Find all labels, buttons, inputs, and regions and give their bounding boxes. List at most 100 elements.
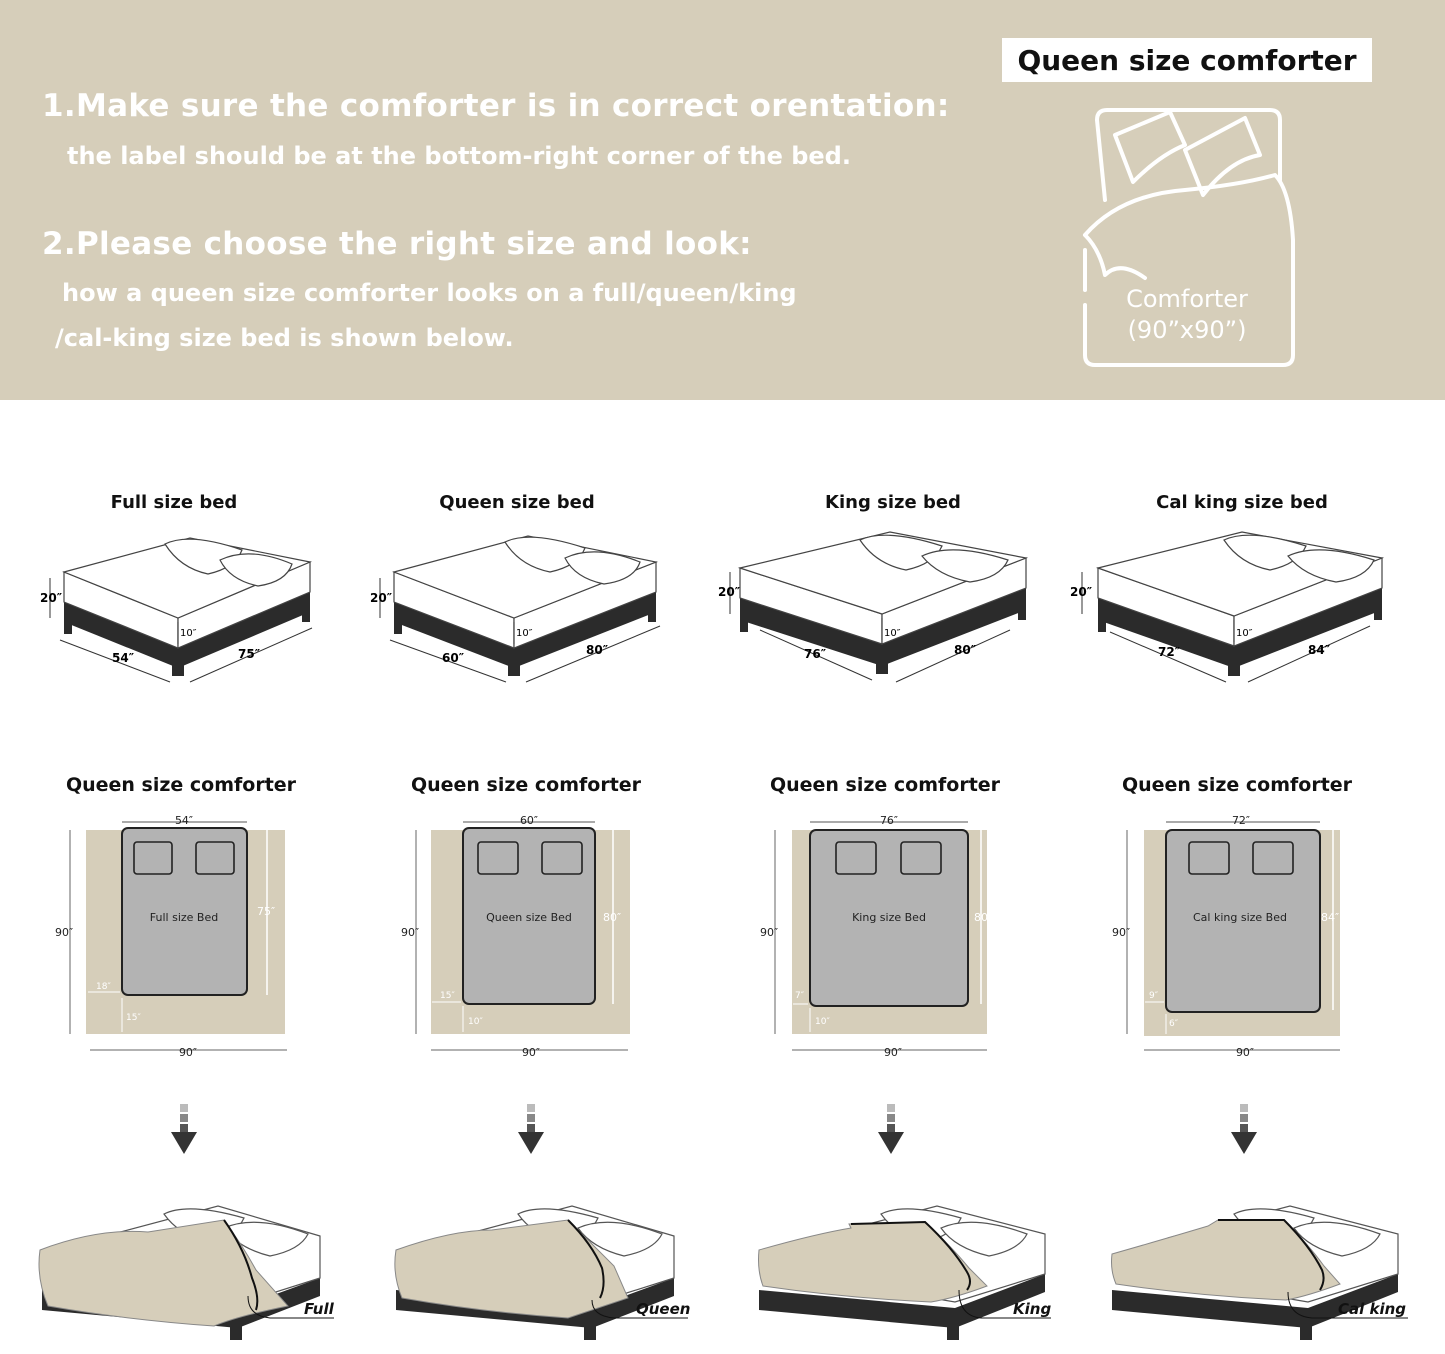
pillow-icon: [223, 1221, 309, 1257]
bed-length-label: 84″: [1308, 643, 1331, 657]
bed-look-king: King: [758, 1205, 1051, 1340]
plan-comf-width: 90″: [179, 1046, 197, 1059]
plan-comf-length: 90″: [1112, 926, 1130, 939]
bed-height-label: 20″: [1070, 585, 1093, 599]
pillow-icon: [1287, 549, 1375, 583]
bed-title-full: Full size bed: [110, 492, 238, 513]
pillow-icon: [1252, 841, 1294, 875]
plan-foot-drop: 10″: [468, 1017, 483, 1027]
plan-bed-width: 72″: [1232, 814, 1250, 827]
look-label-full: Full: [304, 1300, 335, 1318]
plan-side-drop: 7″: [795, 991, 805, 1001]
bed-depth-label: 10″: [180, 628, 197, 639]
plan-comf-width: 90″: [884, 1046, 902, 1059]
bed-depth-label: 10″: [516, 628, 533, 639]
bed-area: [121, 827, 248, 996]
bed-title-queen: Queen size bed: [439, 492, 595, 513]
bed-look-calking: Cal king: [1111, 1205, 1408, 1340]
bed-depth-label: 10″: [884, 628, 901, 639]
header-banner: 1.Make sure the comforter is in correct …: [0, 0, 1445, 400]
bed-width-label: 54″: [112, 651, 135, 665]
plan-title-king: Queen size comforter: [769, 774, 1001, 796]
heading-size-note-line1: how a queen size comforter looks on a fu…: [62, 279, 797, 307]
down-arrow-icon: [518, 1104, 544, 1154]
icon-comforter-label: Comforter: [1126, 285, 1248, 313]
plan-comf-length: 90″: [55, 926, 73, 939]
pillow-icon: [577, 1221, 663, 1257]
icon-comforter-size: (90”x90”): [1127, 316, 1247, 344]
plan-foot-drop: 10″: [815, 1017, 830, 1027]
heading-size-note-line2: /cal-king size bed is shown below.: [55, 324, 514, 352]
bed-height-label: 20″: [370, 591, 393, 605]
pillow-icon: [219, 553, 293, 587]
queen-comforter-badge: Queen size comforter: [1002, 38, 1372, 82]
bed-length-label: 80″: [586, 643, 609, 657]
pillow-icon: [477, 841, 519, 875]
plan-foot-drop: 6″: [1169, 1019, 1179, 1029]
plan-title-queen: Queen size comforter: [410, 774, 642, 796]
bed-illustration-king: 20″ 10″ 76″ 80″: [718, 531, 1029, 683]
bed-height-label: 20″: [718, 585, 741, 599]
bed-height-label: 20″: [40, 591, 63, 605]
plan-bed-width: 60″: [520, 814, 538, 827]
pillow-icon: [1293, 1221, 1381, 1257]
pillow-icon: [921, 549, 1009, 583]
look-label-queen: Queen: [636, 1300, 690, 1318]
pillow-icon: [564, 551, 641, 585]
plan-bed-width: 54″: [175, 814, 193, 827]
plan-bed-label: Full size Bed: [150, 911, 218, 924]
plan-bed-length: 80″: [603, 911, 621, 924]
plan-comf-width: 90″: [1236, 1046, 1254, 1059]
plan-foot-drop: 15″: [126, 1013, 141, 1023]
plan-side-drop: 18″: [96, 982, 111, 992]
bed-title-king: King size bed: [825, 492, 961, 513]
look-label-calking: Cal king: [1338, 1300, 1406, 1318]
pillow-icon: [900, 841, 942, 875]
plan-bed-label: Cal king size Bed: [1193, 911, 1287, 924]
plan-bed-label: King size Bed: [852, 911, 926, 924]
heading-size-choice: 2.Please choose the right size and look:: [42, 226, 752, 262]
look-label-king: King: [1013, 1300, 1051, 1318]
plan-title-full: Queen size comforter: [65, 774, 297, 796]
bed-length-label: 80″: [954, 643, 977, 657]
plan-bed-length: 80: [974, 911, 988, 924]
pillow-icon: [940, 1221, 1028, 1257]
bed-area: [1165, 829, 1321, 1013]
plan-comf-length: 90″: [760, 926, 778, 939]
plan-bed-length: 75″: [257, 905, 275, 918]
down-arrow-icon: [878, 1104, 904, 1154]
bed-look-queen: Queen: [394, 1205, 690, 1340]
bed-length-label: 75″: [238, 647, 261, 661]
bed-width-label: 72″: [1158, 645, 1181, 659]
pillow-icon: [195, 841, 235, 875]
bed-illustration-queen: 20″ 10″ 60″ 80″: [370, 535, 661, 683]
plan-king: King size Bed 76″ 80 90″ 90″ 7″ 10″: [760, 814, 988, 1059]
heading-orientation-note: the label should be at the bottom-right …: [67, 142, 851, 170]
heading-orientation: 1.Make sure the comforter is in correct …: [42, 88, 950, 124]
plan-comf-length: 90″: [401, 926, 419, 939]
bed-look-full: Full: [38, 1205, 335, 1340]
down-arrow-icon: [171, 1104, 197, 1154]
plan-title-calking: Queen size comforter: [1121, 774, 1353, 796]
plan-calking: Cal king size Bed 72″ 84″ 90″ 90″ 9″ 6″: [1112, 814, 1340, 1059]
bed-illustration-calking: 20″ 10″ 72″ 84″: [1070, 531, 1385, 683]
plan-side-drop: 9″: [1149, 991, 1159, 1001]
pillow-icon: [133, 841, 173, 875]
plan-bed-length: 84″: [1321, 911, 1339, 924]
bed-area: [462, 827, 596, 1005]
bed-title-calking: Cal king size bed: [1156, 492, 1328, 513]
down-arrow-icon: [1231, 1104, 1257, 1154]
plan-bed-width: 76″: [880, 814, 898, 827]
bed-illustration-full: 20″ 10″ 54″ 75″: [40, 537, 313, 683]
pillow-icon: [835, 841, 877, 875]
plan-bed-label: Queen size Bed: [486, 911, 572, 924]
pillow-icon: [541, 841, 583, 875]
bed-width-label: 60″: [442, 651, 465, 665]
plan-comf-width: 90″: [522, 1046, 540, 1059]
plan-side-drop: 15″: [440, 991, 455, 1001]
bed-depth-label: 10″: [1236, 628, 1253, 639]
plan-queen: Queen size Bed 60″ 80″ 90″ 90″ 15″ 10″: [401, 814, 630, 1059]
comforter-bed-icon: [1083, 108, 1295, 367]
pillow-icon: [1188, 841, 1230, 875]
bed-width-label: 76″: [804, 647, 827, 661]
